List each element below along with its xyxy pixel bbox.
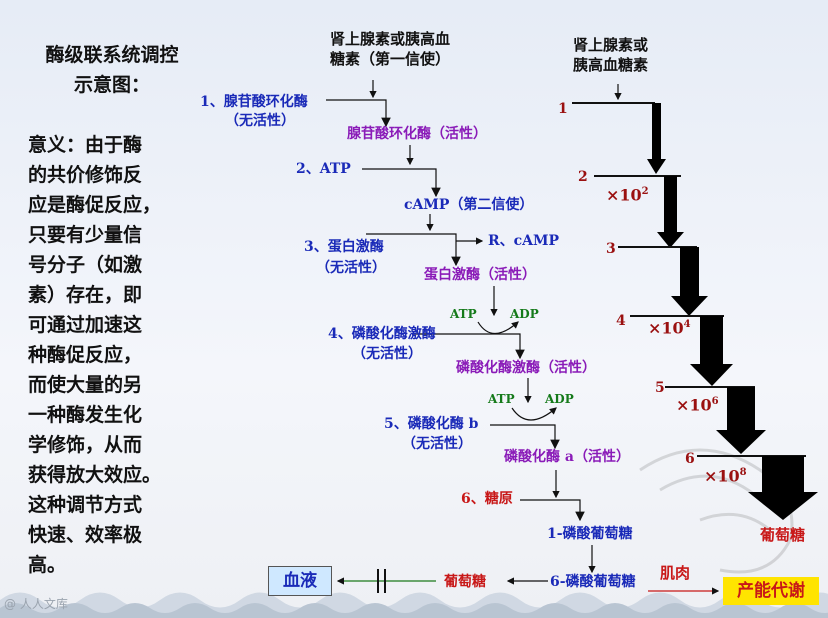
wave-decoration <box>0 593 828 618</box>
muscle-label: 肌肉 <box>660 566 690 581</box>
atp-label-1: ATP <box>450 308 477 320</box>
step5-label: 5、磷酸化酶 b <box>384 417 478 431</box>
amp-hormone-line-2: 胰高血糖素 <box>573 58 648 73</box>
amp-step-1: 1 <box>558 102 568 116</box>
step2-camp: cAMP（第二信使） <box>404 198 533 212</box>
step6-label: 6、糖原 <box>461 492 513 506</box>
step4-label: 4、磷酸化酶激酶 <box>328 327 436 341</box>
watermark: @ 人人文库 <box>4 598 68 610</box>
hormone-label-1: 肾上腺素或胰高血 <box>330 32 450 47</box>
adp-label-2: ADP <box>545 393 574 405</box>
amp-product-glucose: 葡萄糖 <box>760 528 805 543</box>
step3-active: 蛋白激酶（活性） <box>424 268 536 282</box>
step4-inactive: （无活性） <box>352 347 422 361</box>
amp-factor-4: ×108 <box>704 468 747 484</box>
step5-active: 磷酸化酶 a（活性） <box>504 450 630 464</box>
g1p-label: 1-磷酸葡萄糖 <box>547 527 633 541</box>
amp-hormone-line-1: 肾上腺素或 <box>573 38 648 53</box>
step3-release: R、cAMP <box>488 234 559 248</box>
atp-label-2: ATP <box>488 393 515 405</box>
amp-step-2: 2 <box>578 170 588 184</box>
hormone-label-2: 糖素（第一信使） <box>330 52 450 67</box>
blood-box: 血液 <box>268 566 332 596</box>
energy-metabolism-box: 产能代谢 <box>723 577 819 605</box>
step3-inactive: （无活性） <box>316 261 386 275</box>
step1-active: 腺苷酸环化酶（活性） <box>347 127 487 141</box>
amp-step-3: 3 <box>606 242 616 256</box>
step5-inactive: （无活性） <box>402 437 472 451</box>
amp-factor-2: ×104 <box>648 320 691 336</box>
step1-label: 1、腺苷酸环化酶 <box>200 95 308 109</box>
amp-step-6: 6 <box>685 452 695 466</box>
amp-step-5: 5 <box>655 381 665 395</box>
step1-inactive: （无活性） <box>225 114 295 128</box>
glucose-label: 葡萄糖 <box>444 575 486 589</box>
step3-label: 3、蛋白激酶 <box>304 240 384 254</box>
amp-step-4: 4 <box>616 314 626 328</box>
amp-factor-1: ×102 <box>606 187 649 203</box>
amp-factor-3: ×106 <box>676 397 719 413</box>
step2-label: 2、ATP <box>296 162 351 176</box>
adp-label-1: ADP <box>510 308 539 320</box>
step4-active: 磷酸化酶激酶（活性） <box>456 361 596 375</box>
g6p-label: 6-磷酸葡萄糖 <box>550 575 636 589</box>
